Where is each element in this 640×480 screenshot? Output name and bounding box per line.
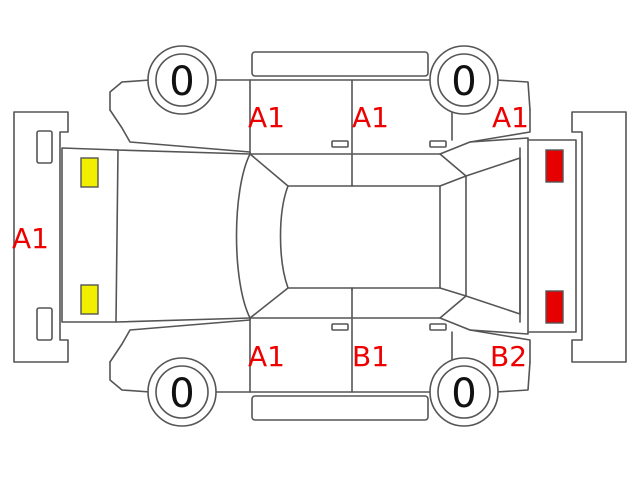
left-roof-rail: [251, 51, 429, 77]
front-bumper: [13, 111, 69, 363]
damage-code-left-rear-door: A1: [352, 101, 389, 134]
top-view-body: [61, 137, 577, 335]
tire-mark-front-left: 0: [169, 59, 194, 105]
front-left-wheel: [147, 45, 217, 115]
damage-code-right-rear-door: B1: [352, 340, 389, 373]
damage-code-left-front-door: A1: [248, 101, 285, 134]
damage-code-left-rear-quarter: A1: [492, 101, 529, 134]
right-roof-rail: [251, 395, 429, 421]
damage-code-right-rear-quarter: B2: [490, 340, 527, 373]
rear-left-lamp: [545, 149, 564, 183]
rear-bumper: [571, 111, 627, 363]
right-side-view: [109, 287, 531, 393]
rear-left-wheel: [429, 45, 499, 115]
damage-code-front-bumper: A1: [12, 222, 49, 255]
tire-mark-rear-right: 0: [451, 371, 476, 417]
front-right-lamp: [80, 284, 99, 315]
front-left-lamp: [80, 157, 99, 188]
tire-mark-rear-left: 0: [451, 59, 476, 105]
rear-right-wheel: [429, 357, 499, 427]
tire-mark-front-right: 0: [169, 371, 194, 417]
front-right-wheel: [147, 357, 217, 427]
rear-right-lamp: [545, 290, 564, 324]
damage-code-right-front-door: A1: [248, 340, 285, 373]
